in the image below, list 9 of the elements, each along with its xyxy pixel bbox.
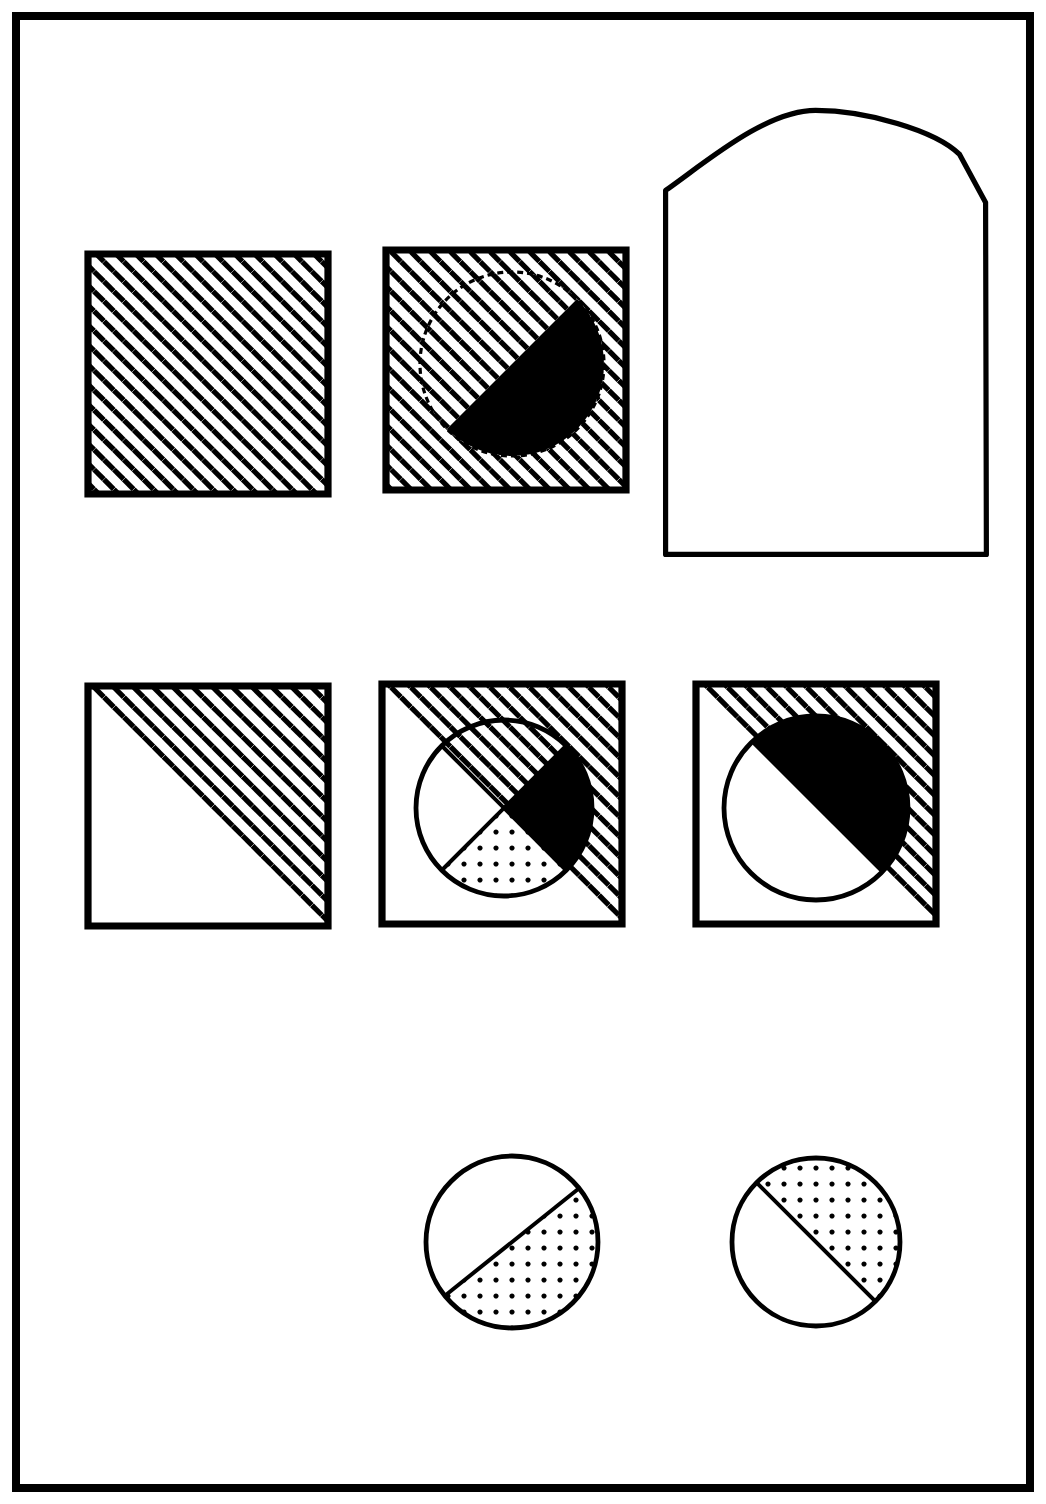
pattern-tile [692,680,940,928]
answer-blank [663,107,989,557]
pattern-tile [84,682,332,930]
pattern-tile [378,680,626,928]
pattern-circle [729,1155,903,1329]
pattern-tile [84,250,332,498]
pattern-tile [382,246,630,494]
pattern-tile [504,745,592,871]
pattern-circle [423,1153,601,1331]
